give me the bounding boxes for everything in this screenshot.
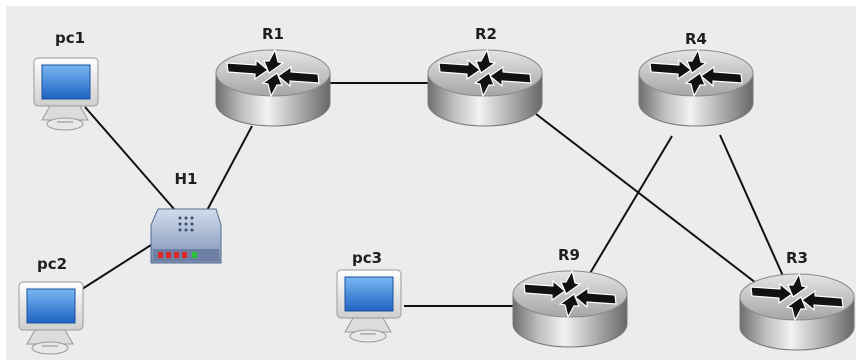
r9-node[interactable] [512, 270, 628, 348]
r3-label: R3 [786, 249, 808, 267]
h1-node[interactable] [150, 208, 222, 264]
link-pc1-h1 [84, 106, 182, 218]
link-h1-r1 [203, 125, 253, 217]
r4-label: R4 [685, 30, 707, 48]
pc3-node[interactable] [336, 269, 402, 343]
pc2-node[interactable] [18, 281, 84, 355]
r2-router-icon [427, 49, 543, 127]
pc2-label: pc2 [37, 255, 67, 273]
pc1-icon [33, 57, 99, 131]
link-r4-r3 [719, 134, 784, 277]
hub-icon [150, 208, 222, 264]
pc3-icon [336, 269, 402, 343]
pc2-icon [18, 281, 84, 355]
pc3-label: pc3 [352, 249, 382, 267]
link-r4-r9 [582, 135, 673, 286]
network-topology-diagram: pc1 pc2 pc3 H1 R1 R2 R4 R9 R3 [18, 25, 855, 355]
links-layer [78, 82, 787, 307]
r1-label: R1 [262, 25, 284, 43]
pc1-label: pc1 [55, 29, 85, 47]
link-pc2-h1 [78, 237, 163, 292]
r2-label: R2 [475, 25, 497, 43]
r1-node[interactable] [215, 49, 331, 127]
r3-node[interactable] [739, 273, 855, 351]
r3-router-icon [739, 273, 855, 351]
pc1-node[interactable] [33, 57, 99, 131]
r1-router-icon [215, 49, 331, 127]
r4-router-icon [638, 49, 754, 127]
link-r2-r3 [535, 113, 787, 307]
r2-node[interactable] [427, 49, 543, 127]
topology-canvas: pc1 pc2 pc3 H1 R1 R2 R4 R9 R3 [6, 6, 856, 360]
r9-router-icon [512, 270, 628, 348]
h1-label: H1 [175, 170, 198, 188]
r9-label: R9 [558, 246, 580, 264]
r4-node[interactable] [638, 49, 754, 127]
